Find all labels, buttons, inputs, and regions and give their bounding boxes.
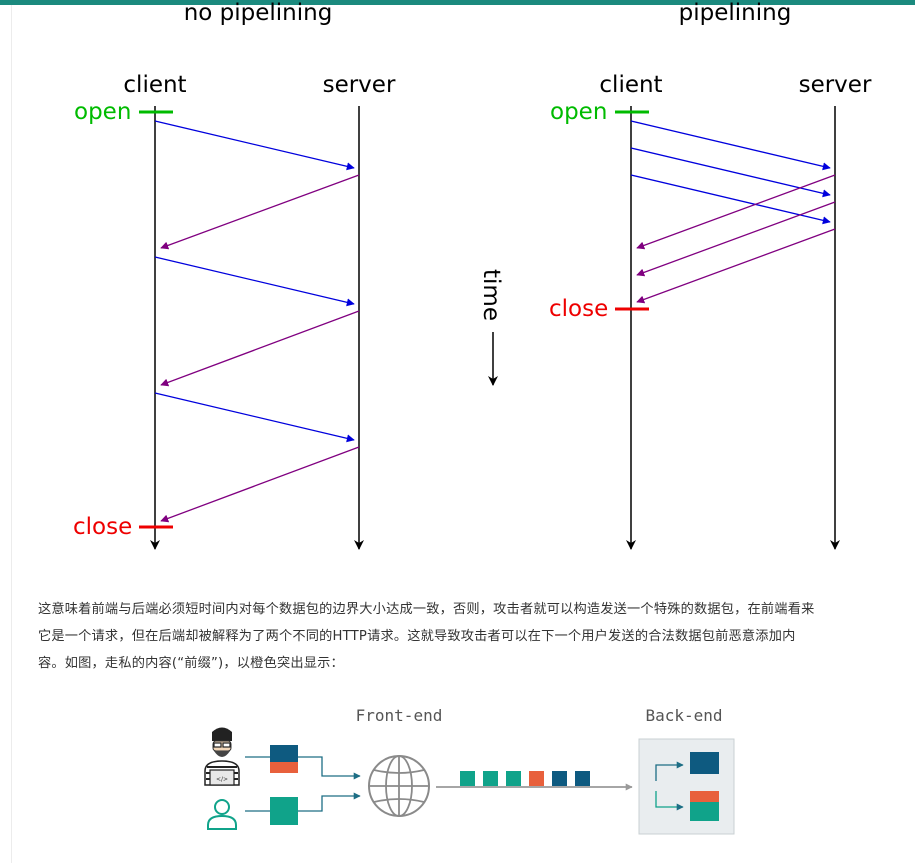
- right-client-label: client: [599, 72, 662, 98]
- packet-teal-3: [506, 771, 521, 786]
- right-response-3: [636, 228, 836, 304]
- left-close-label: close: [73, 514, 132, 540]
- backend-server-box: [638, 738, 735, 835]
- svg-text:</>: </>: [216, 776, 228, 783]
- packet-orange-4: [529, 771, 544, 786]
- no-pipelining-title: no pipelining: [184, 0, 333, 26]
- attacker-to-frontend-arrow: [298, 756, 361, 780]
- frontend-label: Front-end: [356, 706, 443, 725]
- packet-teal-1: [460, 771, 475, 786]
- pipelining-diagram: no pipelining pipelining client server o…: [73, 0, 872, 550]
- backend-label: Back-end: [645, 706, 722, 725]
- user-to-frontend-arrow: [298, 792, 361, 812]
- backend-prefix-block: [690, 791, 719, 802]
- left-response-3: [160, 446, 360, 523]
- packet-dark_blue-5: [552, 771, 567, 786]
- packet-dark_blue-6: [575, 771, 590, 786]
- pipelining-title: pipelining: [679, 0, 792, 26]
- right-response-1: [636, 174, 836, 250]
- left-request-2: [154, 256, 355, 307]
- attacker-request-block: [270, 745, 298, 762]
- top-accent-bar: [0, 0, 915, 5]
- right-response-2: [636, 201, 836, 277]
- left-server-label: server: [323, 72, 396, 98]
- packet-stream: [460, 771, 590, 786]
- backend-request-1-arrow: [655, 761, 684, 781]
- paragraph-line-2: 它是一个请求，但在后端却被解释为了两个不同的HTTP请求。这就导致攻击者可以在下…: [38, 629, 796, 644]
- request-smuggling-diagram: Front-end Back-end </>: [204, 706, 735, 835]
- right-request-3: [630, 174, 831, 225]
- right-server-label: server: [799, 72, 872, 98]
- backend-request-2-block: [690, 802, 719, 821]
- left-border-line: [11, 5, 12, 863]
- paragraph-line-3: 容。如图，走私的内容(“前缀”)，以橙色突出显示：: [38, 656, 344, 671]
- left-open-label: open: [74, 99, 131, 125]
- attacker-icon: </>: [204, 727, 240, 786]
- frontend-globe-icon: [368, 755, 430, 817]
- smuggled-prefix-block: [270, 762, 298, 773]
- backend-request-2-arrow: [655, 791, 684, 811]
- user-request-block: [270, 797, 298, 825]
- time-label: time: [478, 269, 504, 321]
- right-request-2: [630, 147, 831, 198]
- packet-teal-2: [483, 771, 498, 786]
- left-response-2: [160, 310, 360, 387]
- right-request-1: [630, 120, 831, 171]
- user-icon: [207, 799, 237, 830]
- backend-request-1-block: [690, 752, 719, 774]
- left-request-3: [154, 392, 355, 443]
- right-open-label: open: [550, 99, 607, 125]
- left-request-1: [154, 120, 355, 171]
- paragraph-line-1: 这意味着前端与后端必须短时间内对每个数据包的边界大小达成一致，否则，攻击者就可以…: [38, 602, 815, 617]
- left-response-1: [160, 174, 360, 250]
- left-client-label: client: [123, 72, 186, 98]
- right-close-label: close: [549, 296, 608, 322]
- explanation-paragraph: 这意味着前端与后端必须短时间内对每个数据包的边界大小达成一致，否则，攻击者就可以…: [38, 596, 913, 677]
